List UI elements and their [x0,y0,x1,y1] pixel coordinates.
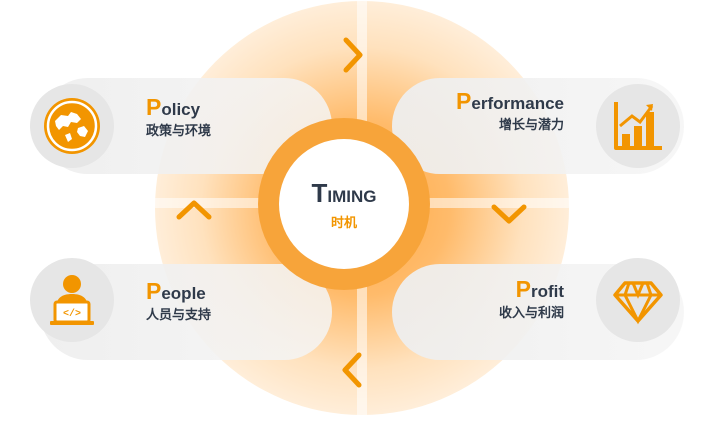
policy-label: Policy 政策与环境 [146,94,212,139]
diamond-icon [596,258,680,342]
policy-title: Policy [146,94,201,120]
developer-icon: </> [30,258,114,342]
bar-chart-icon [596,84,680,168]
center-disc [279,139,409,269]
policy-subtitle: 政策与环境 [146,124,212,139]
profit-label: Profit 收入与利润 [498,276,564,321]
people-label: People 人员与支持 [146,278,212,323]
chevron-right-icon [343,37,363,73]
people-subtitle: 人员与支持 [146,308,212,323]
chevron-left-icon [342,352,362,388]
chevron-down-icon [491,204,527,224]
profit-subtitle: 收入与利润 [498,306,564,321]
svg-text:</>: </> [63,308,81,320]
center-label: TIMING 时机 [279,139,409,269]
performance-title: Performance [456,88,564,114]
performance-subtitle: 增长与潜力 [498,118,564,133]
performance-label: Performance 增长与潜力 [456,88,564,133]
center-subtitle: 时机 [330,215,357,231]
people-title: People [146,278,206,304]
profit-title: Profit [515,276,564,302]
globe-icon [30,84,114,168]
chevron-up-icon [176,200,212,220]
center-title: TIMING [311,177,377,208]
